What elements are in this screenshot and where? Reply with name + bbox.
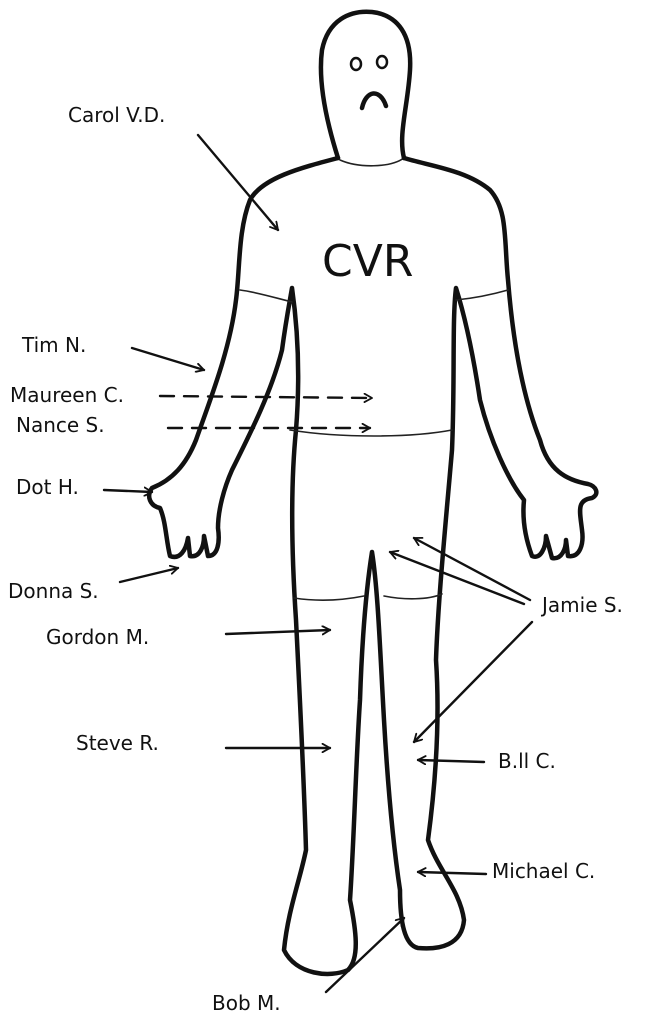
- label-gordon: Gordon M.: [46, 625, 149, 649]
- right-sleeve-line: [456, 290, 508, 300]
- chest-label: CVR: [322, 236, 413, 287]
- arrow-donna: [120, 568, 178, 582]
- label-bill: B.ll C.: [498, 749, 556, 773]
- label-carol: Carol V.D.: [68, 103, 165, 127]
- arrow-maureen: [160, 396, 372, 398]
- arrow-jamie-3: [414, 622, 532, 742]
- label-bob: Bob M.: [212, 991, 281, 1015]
- right-eye: [377, 56, 387, 68]
- head-outline: [321, 12, 410, 158]
- label-maureen: Maureen C.: [10, 383, 124, 407]
- arrow-dot: [104, 490, 152, 492]
- label-donna: Donna S.: [8, 579, 99, 603]
- arrow-gordon: [226, 630, 330, 634]
- label-nance: Nance S.: [16, 413, 105, 437]
- collar: [340, 158, 404, 166]
- waist-line: [290, 430, 452, 436]
- arrow-tim: [132, 348, 204, 370]
- arrow-bob: [326, 918, 404, 992]
- arrow-bill: [418, 760, 484, 762]
- label-dot: Dot H.: [16, 475, 79, 499]
- arrow-michael: [418, 872, 486, 874]
- left-shorts-line: [294, 596, 364, 600]
- label-jamie: Jamie S.: [540, 593, 623, 617]
- label-michael: Michael C.: [492, 859, 595, 883]
- label-tim: Tim N.: [21, 333, 86, 357]
- label-steve: Steve R.: [76, 731, 159, 755]
- frown-mouth: [362, 93, 386, 108]
- left-eye: [351, 58, 361, 70]
- right-shorts-line: [384, 594, 442, 599]
- left-sleeve-line: [240, 290, 292, 302]
